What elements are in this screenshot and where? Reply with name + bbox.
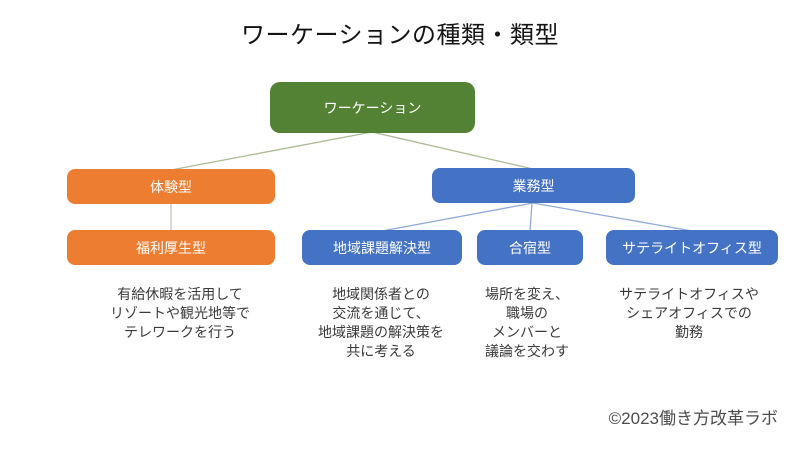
description-camp-type: 場所を変え、 職場の メンバーと 議論を交わす (485, 286, 569, 359)
copyright-notice: ©2023働き方改革ラボ (608, 409, 778, 428)
description-welfare-type: 有給休暇を活用して リゾートや観光地等で テレワークを行う (110, 286, 250, 340)
diagram-title: ワーケーションの種類・類型 (240, 22, 560, 49)
description-regional-issue-type: 地域関係者との 交流を通じて、 地域課題の解決策を 共に考える (318, 286, 444, 359)
connector-root-to-gyomu (371, 131, 534, 170)
connector-gyomu-to-gasshuku (529, 202, 533, 232)
node-business-type: 業務型 (432, 168, 635, 203)
connector-gyomu-to-satellite (532, 202, 693, 232)
description-satellite-office-type: サテライトオフィスや シェアオフィスでの 勤務 (619, 286, 759, 340)
node-regional-issue-type: 地域課題解決型 (302, 230, 462, 265)
node-camp-type: 合宿型 (477, 230, 583, 265)
node-workation-root: ワーケーション (270, 82, 475, 133)
connector-gyomu-to-chiiki (381, 202, 534, 232)
node-experience-type: 体験型 (67, 169, 275, 204)
node-welfare-type: 福利厚生型 (67, 230, 275, 265)
node-satellite-office-type: サテライトオフィス型 (606, 230, 778, 265)
connector-root-to-taiken (170, 131, 373, 171)
